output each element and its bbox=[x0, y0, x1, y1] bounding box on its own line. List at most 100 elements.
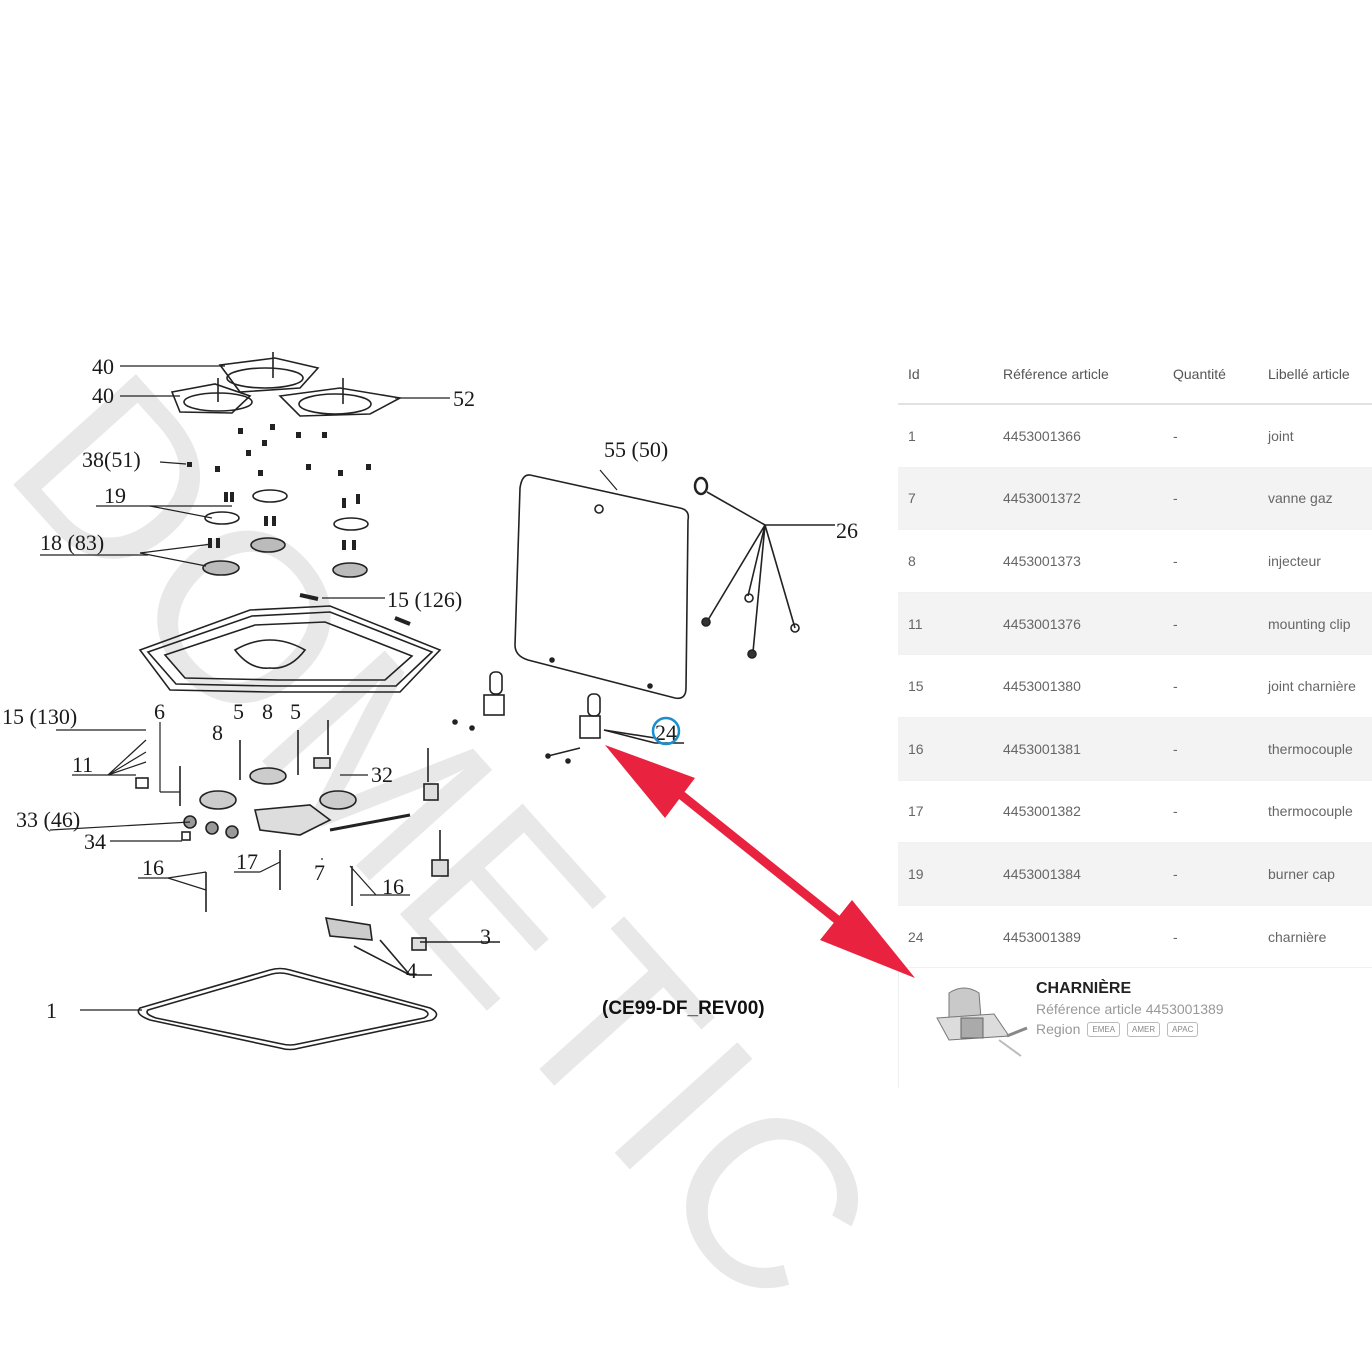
callout-7: 7 bbox=[314, 860, 325, 885]
cell-reference: 4453001372 bbox=[1003, 490, 1081, 507]
bottom-seal bbox=[137, 967, 438, 1051]
callout-3: 3 bbox=[480, 924, 491, 949]
cell-id: 17 bbox=[908, 803, 924, 820]
cell-reference: 4453001373 bbox=[1003, 552, 1081, 569]
table-row[interactable]: 11 4453001376 - mounting clip bbox=[898, 592, 1372, 656]
callout-8b: 8 bbox=[262, 699, 273, 724]
cell-reference: 4453001380 bbox=[1003, 678, 1081, 695]
cell-label: thermocouple bbox=[1268, 740, 1353, 757]
table-row[interactable]: 8 4453001373 - injecteur bbox=[898, 530, 1372, 593]
callout-1: 1 bbox=[46, 998, 57, 1023]
callout-labels: 40 40 52 38(51) 19 18 (83) 15 (126) 55 (… bbox=[2, 354, 858, 1023]
cell-quantity: - bbox=[1173, 552, 1178, 569]
region-badge: AMER bbox=[1127, 1021, 1161, 1037]
callout-18: 18 (83) bbox=[40, 530, 104, 555]
header-quantity: Quantité bbox=[1173, 366, 1226, 382]
callout-55: 55 (50) bbox=[604, 437, 668, 462]
callout-16a: 16 bbox=[142, 855, 164, 880]
header-id: Id bbox=[908, 366, 920, 382]
part-regions: Region EMEA AMER APAC bbox=[1036, 1021, 1199, 1038]
table-header: Id Référence article Quantité Libellé ar… bbox=[898, 345, 1372, 405]
callout-52: 52 bbox=[453, 386, 475, 411]
cell-label: mounting clip bbox=[1268, 615, 1351, 632]
callout-32: 32 bbox=[371, 762, 393, 787]
cell-id: 1 bbox=[908, 427, 916, 444]
region-badge: EMEA bbox=[1087, 1021, 1121, 1037]
callout-15a: 15 (126) bbox=[387, 587, 462, 612]
part-reference-label: Référence article bbox=[1036, 1001, 1142, 1018]
leader-lines bbox=[40, 365, 618, 1011]
callout-19: 19 bbox=[104, 483, 126, 508]
part-reference-value: 4453001389 bbox=[1145, 1001, 1224, 1018]
cell-id: 7 bbox=[908, 490, 916, 507]
cell-id: 15 bbox=[908, 678, 924, 695]
callout-6: 6 bbox=[154, 699, 165, 724]
cell-quantity: - bbox=[1173, 865, 1178, 882]
cell-reference: 4453001382 bbox=[1003, 803, 1081, 820]
callout-17: 17 bbox=[236, 849, 258, 874]
cell-id: 8 bbox=[908, 552, 916, 569]
gas-valve-assembly bbox=[135, 720, 449, 912]
callout-16b: 16 bbox=[382, 874, 404, 899]
cell-quantity: - bbox=[1173, 803, 1178, 820]
parts-panel: Id Référence article Quantité Libellé ar… bbox=[898, 345, 1372, 1089]
pan-support-grates bbox=[170, 352, 403, 417]
callout-38: 38(51) bbox=[82, 447, 141, 472]
cell-reference: 4453001381 bbox=[1003, 740, 1081, 757]
part-title: CHARNIÈRE bbox=[1036, 980, 1132, 998]
cell-label: injecteur bbox=[1268, 552, 1321, 569]
callout-24: 24 bbox=[655, 720, 677, 745]
table-row[interactable]: 17 4453001382 - thermocouple bbox=[898, 781, 1372, 844]
cell-quantity: - bbox=[1173, 615, 1178, 632]
callout-5a: 5 bbox=[233, 699, 244, 724]
lid-clips bbox=[693, 476, 835, 659]
burners bbox=[202, 489, 369, 578]
cell-reference: 4453001389 bbox=[1003, 928, 1081, 945]
callout-15b: 15 (130) bbox=[2, 704, 77, 729]
fasteners bbox=[187, 424, 371, 550]
cell-id: 24 bbox=[908, 928, 924, 945]
cell-quantity: - bbox=[1173, 427, 1178, 444]
table-row[interactable]: 19 4453001384 - burner cap bbox=[898, 843, 1372, 906]
region-badge: APAC bbox=[1167, 1021, 1199, 1037]
callout-33: 33 (46) bbox=[16, 807, 80, 832]
header-label: Libellé article bbox=[1268, 366, 1350, 382]
cell-label: joint charnière bbox=[1268, 678, 1356, 695]
cell-id: 19 bbox=[908, 865, 924, 882]
callout-34: 34 bbox=[84, 829, 106, 854]
cell-reference: 4453001376 bbox=[1003, 615, 1081, 632]
hinge-thumbnail bbox=[936, 987, 1028, 1058]
cell-quantity: - bbox=[1173, 678, 1178, 695]
cell-label: joint bbox=[1268, 427, 1294, 444]
callout-40b: 40 bbox=[92, 383, 114, 408]
header-reference: Référence article bbox=[1003, 366, 1109, 382]
callout-8a: 8 bbox=[212, 720, 223, 745]
cell-id: 11 bbox=[908, 615, 923, 632]
table-row[interactable]: 15 4453001380 - joint charnière bbox=[898, 655, 1372, 718]
table-row[interactable]: 16 4453001381 - thermocouple bbox=[898, 717, 1372, 781]
cell-reference: 4453001384 bbox=[1003, 865, 1081, 882]
part-reference: Référence article 4453001389 bbox=[1036, 1001, 1224, 1017]
table-row[interactable]: 7 4453001372 - vanne gaz bbox=[898, 467, 1372, 531]
table-row[interactable]: 1 4453001366 - joint bbox=[898, 405, 1372, 468]
exploded-parts-diagram: DOMETIC bbox=[0, 325, 900, 1358]
cell-quantity: - bbox=[1173, 928, 1178, 945]
cell-id: 16 bbox=[908, 740, 924, 757]
callout-40a: 40 bbox=[92, 354, 114, 379]
cell-label: burner cap bbox=[1268, 865, 1335, 882]
callout-4: 4 bbox=[406, 958, 417, 983]
glass-lid bbox=[514, 474, 690, 700]
cell-label: charnière bbox=[1268, 928, 1327, 945]
diagram-reference: (CE99-DF_REV00) bbox=[602, 998, 765, 1019]
part-detail-card: CHARNIÈRE Référence article 4453001389 R… bbox=[898, 968, 1372, 1089]
callout-11: 11 bbox=[72, 752, 93, 777]
cell-quantity: - bbox=[1173, 490, 1178, 507]
igniter-assembly bbox=[324, 917, 500, 976]
drip-tray bbox=[138, 593, 442, 693]
table-row[interactable]: 24 4453001389 - charnière bbox=[898, 906, 1372, 969]
callout-5b: 5 bbox=[290, 699, 301, 724]
cell-reference: 4453001366 bbox=[1003, 427, 1081, 444]
region-label: Region bbox=[1036, 1021, 1081, 1038]
highlight-circle bbox=[651, 716, 681, 746]
cell-quantity: - bbox=[1173, 740, 1178, 757]
